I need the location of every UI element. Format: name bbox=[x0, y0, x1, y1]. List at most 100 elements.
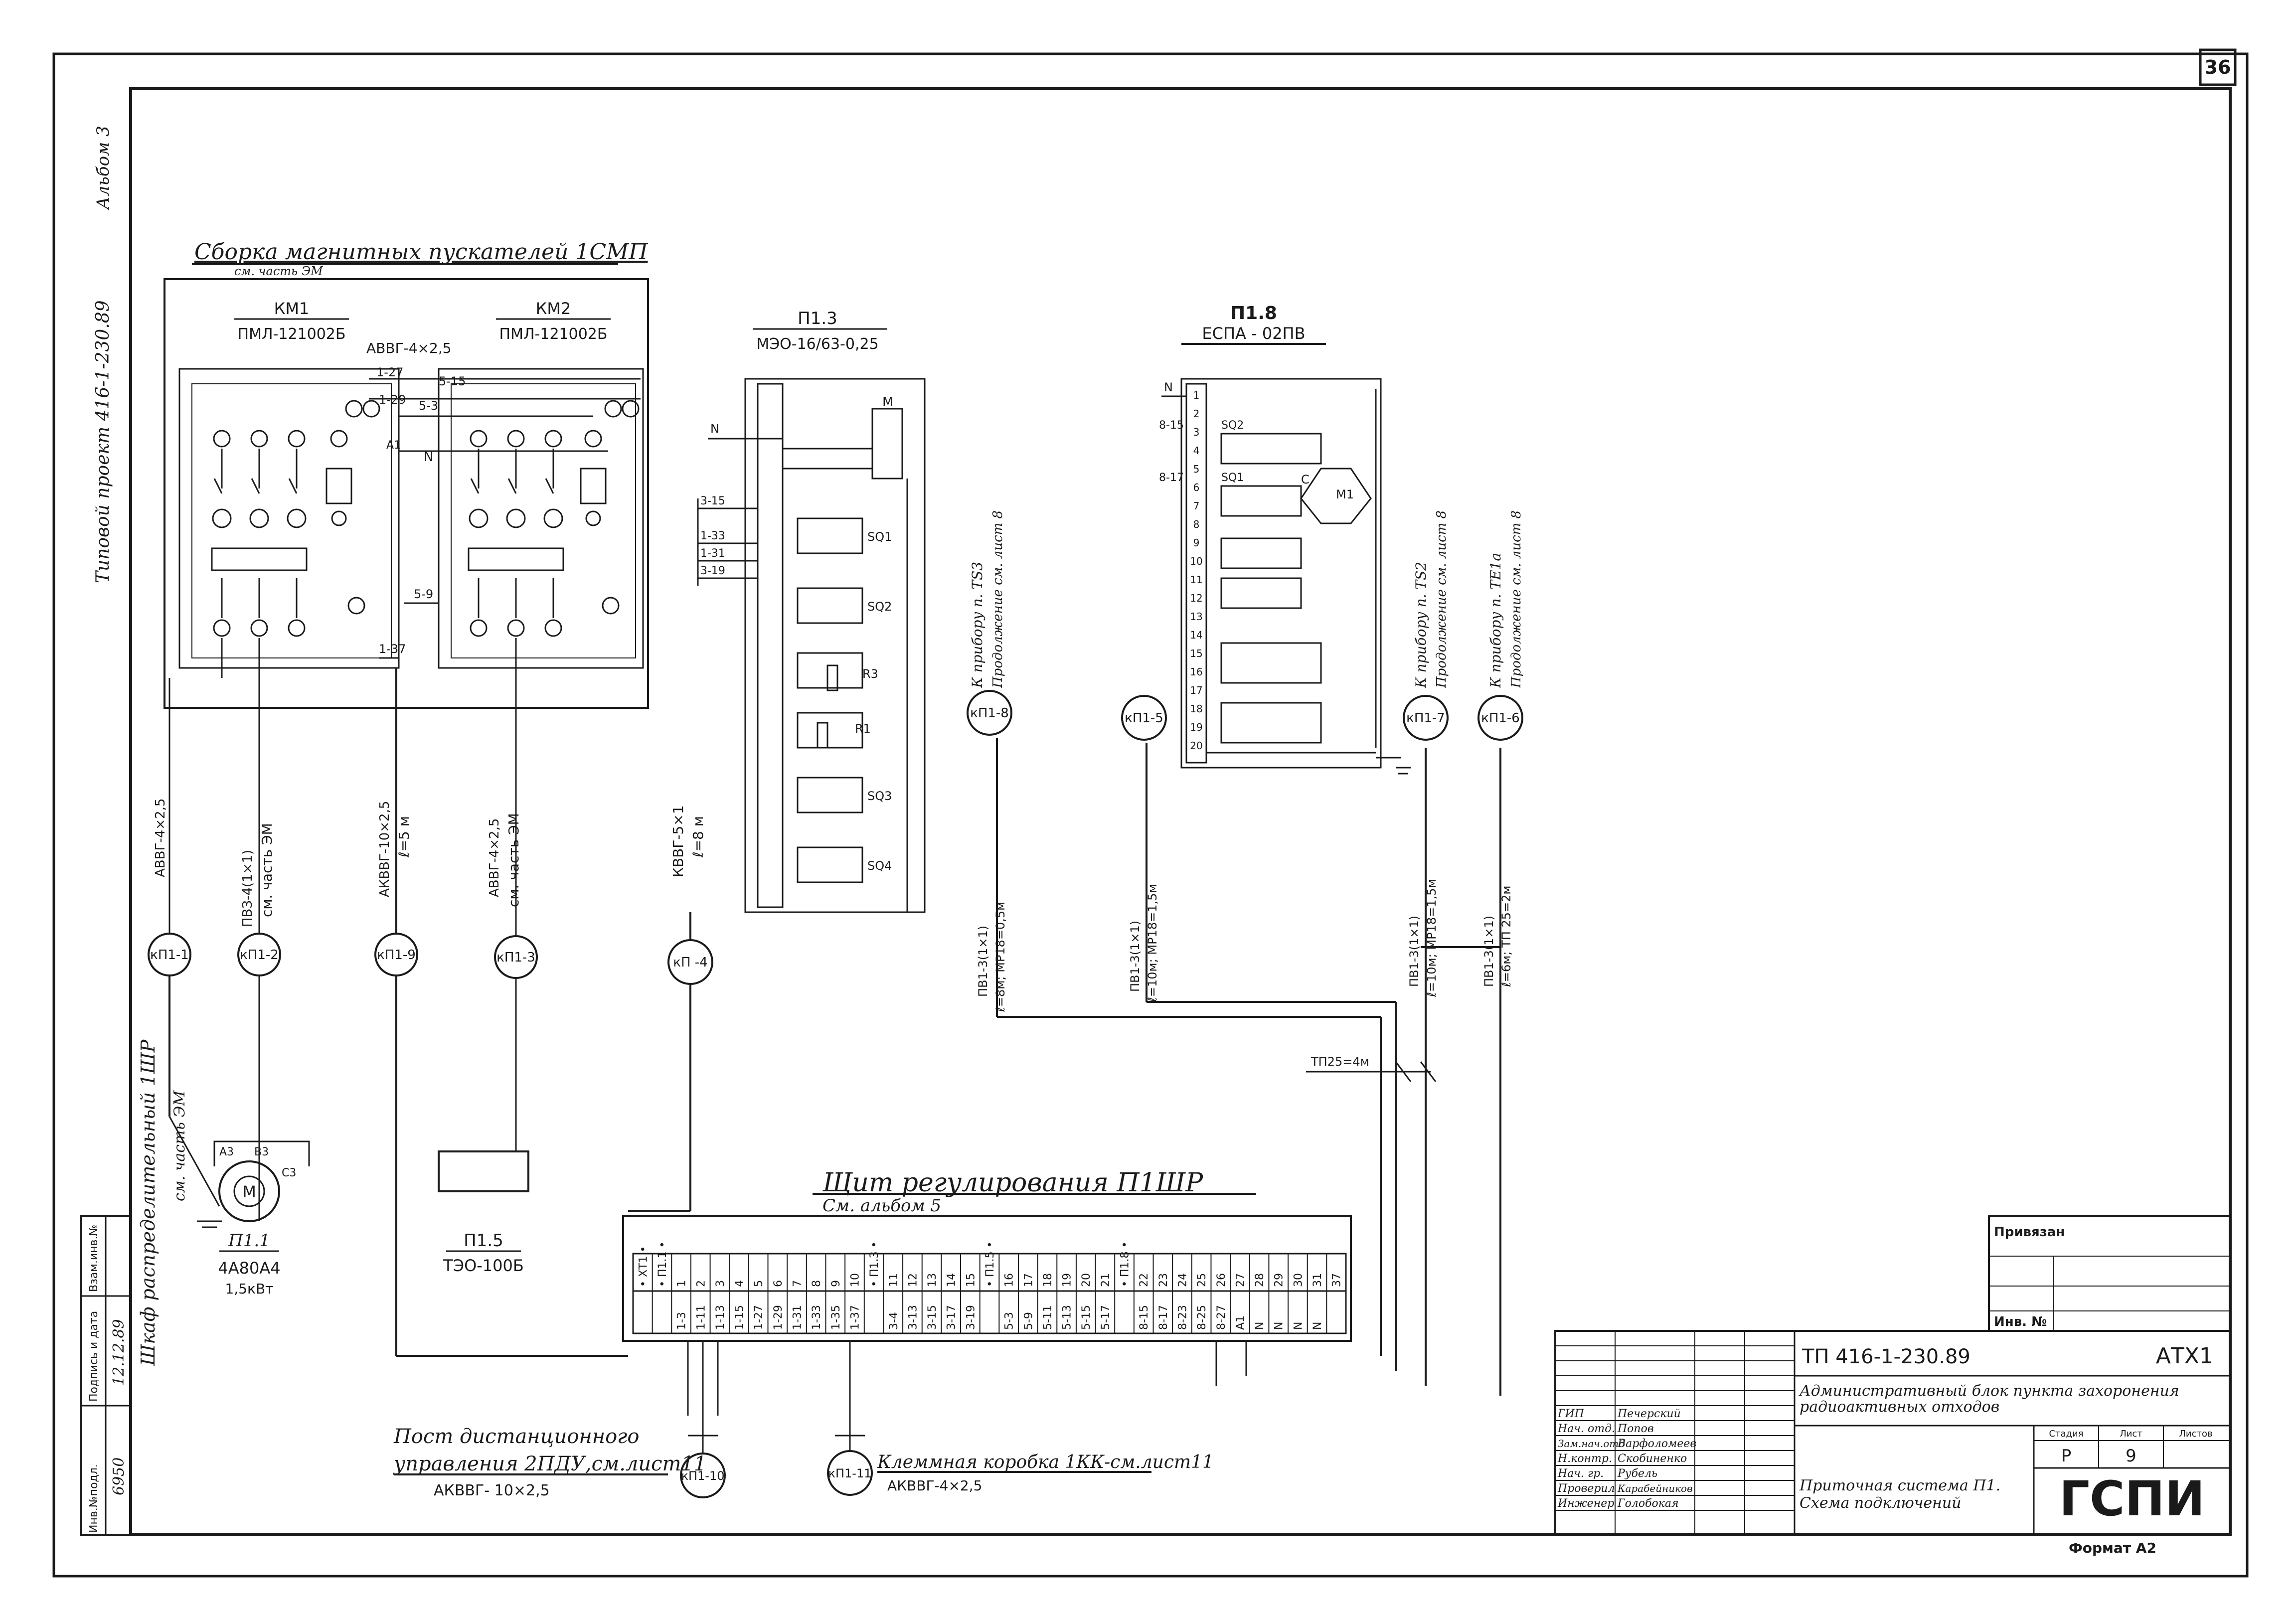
panel-bottom-wire: А1 bbox=[1234, 1315, 1247, 1330]
remote-post-cable: АКВВГ- 10×2,5 bbox=[434, 1482, 550, 1499]
p13-box bbox=[744, 378, 926, 913]
p13-motor-box bbox=[871, 408, 903, 480]
km1-contacts bbox=[168, 400, 380, 1221]
p18-terminal-5: 5 bbox=[1193, 463, 1200, 475]
junction-box-cable: АКВВГ-4×2,5 bbox=[887, 1477, 982, 1494]
tag-kp1-6-label: кП1-6 bbox=[1481, 711, 1520, 726]
p13-w133: 1-33 bbox=[700, 530, 725, 542]
tag-kp1-7 bbox=[1403, 695, 1449, 741]
actuator-p13: П1.3 МЭО-16/63-0,25 М N 3-15 1-33 1-31 3… bbox=[697, 309, 926, 913]
tag-kp1-2-label: кП1-2 bbox=[240, 948, 279, 963]
p18-m1: М1 bbox=[1336, 487, 1354, 501]
panel-bottom-wire: 8-17 bbox=[1157, 1305, 1170, 1330]
cable-kp1-1: АВВГ-4×2,5 bbox=[153, 799, 168, 877]
p13-name: П1.3 bbox=[798, 309, 837, 328]
panel-bottom-wire: N bbox=[1312, 1322, 1324, 1330]
p18-terminal-11: 11 bbox=[1190, 574, 1202, 586]
cable-kp1-3-b: см. часть ЭМ bbox=[505, 813, 522, 907]
p13-type: МЭО-16/63-0,25 bbox=[756, 335, 878, 353]
tag-kp1-1 bbox=[148, 933, 191, 976]
p18-w817: 8-17 bbox=[1159, 472, 1184, 484]
wire-1-27: 1-27 bbox=[376, 365, 403, 379]
p13-sq4: SQ4 bbox=[867, 859, 892, 873]
stamp-inv-value: 6950 bbox=[110, 1457, 128, 1495]
km1-frame bbox=[178, 368, 400, 669]
km2-frame bbox=[438, 368, 644, 669]
wire-1-37: 1-37 bbox=[379, 642, 406, 656]
panel-bottom-wire: 5-11 bbox=[1042, 1305, 1054, 1330]
panel-bottom-wire: 1-31 bbox=[792, 1305, 804, 1330]
tag-kp1-8-label: кП1-8 bbox=[970, 706, 1009, 721]
panel-top-terminal: 10 bbox=[849, 1273, 861, 1287]
panel-top-terminal: 18 bbox=[1042, 1273, 1054, 1287]
motor-b3: В3 bbox=[254, 1146, 269, 1158]
cable-kp1-9-a: АКВВГ-10×2,5 bbox=[377, 801, 392, 897]
panel-top-terminal: 5 bbox=[753, 1280, 765, 1287]
cable-kp1-2-a: ПВЗ-4(1×1) bbox=[240, 850, 255, 927]
tb-role-inzh: Инженер bbox=[1557, 1497, 1614, 1510]
title-block: Привязан Инв. № ТП 416-1-230.89 bbox=[1554, 1215, 2231, 1556]
p18-terminal-9: 9 bbox=[1193, 537, 1200, 549]
panel-top-terminal: 31 bbox=[1312, 1273, 1324, 1287]
panel-bottom-wire: 1-11 bbox=[695, 1305, 707, 1330]
panel-top-terminal: 14 bbox=[946, 1273, 958, 1287]
wire-n: N bbox=[424, 450, 433, 465]
tb-privyazan: Привязан bbox=[1994, 1225, 2065, 1240]
assembly-box bbox=[164, 278, 649, 709]
tb-name-popov: Попов bbox=[1617, 1423, 1654, 1435]
stamp-inv-orig: Инв.№подл. bbox=[88, 1464, 100, 1533]
sheet-number-box bbox=[2199, 48, 2237, 86]
panel-top-terminal: • П1.5 • bbox=[984, 1242, 996, 1287]
panel-bottom-wire: 5-17 bbox=[1100, 1305, 1112, 1330]
panel-terminal-block bbox=[632, 1253, 1347, 1334]
panel-bottom-wire: 8-25 bbox=[1196, 1305, 1208, 1330]
tag-kp1-2 bbox=[237, 933, 281, 976]
p18-terminal-2: 2 bbox=[1193, 408, 1200, 420]
cable-kp-4-a: КВВГ-5×1 bbox=[670, 805, 686, 877]
panel-bottom-wire: 1-37 bbox=[849, 1305, 861, 1330]
inner-frame bbox=[129, 87, 2232, 1536]
panel-top-terminal: 9 bbox=[830, 1280, 842, 1287]
panel-bottom-wire: 1-3 bbox=[676, 1312, 688, 1330]
side-stamp: Инв.№подл. Подпись и дата Взам.инв.№ 695… bbox=[80, 1215, 132, 1536]
tb-mark: АТХ1 bbox=[2156, 1343, 2213, 1369]
panel-top-terminal: 2 bbox=[695, 1280, 707, 1287]
panel-top-terminal: 3 bbox=[714, 1280, 727, 1287]
note-te1a-a: К прибору п. ТЕ1а bbox=[1487, 553, 1504, 688]
assembly-title: Сборка магнитных пускателей 1СМП bbox=[194, 239, 649, 265]
tb-building-1: Административный блок пункта захоронения bbox=[1799, 1382, 2179, 1400]
panel-top-terminal: 20 bbox=[1080, 1273, 1093, 1287]
panel-top-terminal: 17 bbox=[1022, 1273, 1035, 1287]
panel-top-terminal: 19 bbox=[1061, 1273, 1074, 1287]
tag-kp1-3 bbox=[494, 935, 538, 979]
device-p15: П1.5 ТЭО-100Б bbox=[438, 1017, 529, 1275]
p18-terminal-17: 17 bbox=[1190, 684, 1202, 696]
motor-type: 4А80А4 bbox=[218, 1259, 280, 1278]
motor-name: П1.1 bbox=[228, 1231, 270, 1251]
panel-top-terminal: 4 bbox=[734, 1280, 746, 1287]
panel-bottom-wire: 1-35 bbox=[830, 1305, 842, 1330]
sheet-number: 36 bbox=[2205, 56, 2231, 78]
panel-bottom-wire: 5-13 bbox=[1061, 1305, 1074, 1330]
note-ts2-b: Продолжение см. лист 8 bbox=[1434, 510, 1449, 688]
cable-kp1-7-b: ℓ=10м; МР18=1,5м bbox=[1425, 879, 1439, 997]
tb-sheet-title-1: Приточная система П1. bbox=[1799, 1477, 2000, 1494]
panel-bottom-wire: 3-13 bbox=[907, 1305, 919, 1330]
stamp-date-value: 12.12.89 bbox=[110, 1319, 128, 1386]
panel-top-terminal: 37 bbox=[1331, 1273, 1343, 1287]
tb-name-golobokaya: Голобокая bbox=[1617, 1497, 1679, 1510]
p18-sq1: SQ1 bbox=[1221, 472, 1244, 484]
tb-list: 9 bbox=[2126, 1446, 2136, 1466]
tb-name-karabeinikov: Карабейников bbox=[1617, 1482, 1693, 1494]
panel-bottom-wire: 3-19 bbox=[965, 1305, 977, 1330]
tag-kp1-3-label: кП1-3 bbox=[496, 950, 535, 965]
cable-kp1-9-b: ℓ=5 м bbox=[396, 816, 412, 858]
p13-n-label: N bbox=[710, 422, 719, 436]
panel-bottom-wire: 8-27 bbox=[1215, 1305, 1228, 1330]
panel-bottom-wire: 8-15 bbox=[1138, 1305, 1150, 1330]
tag-kp1-9 bbox=[374, 933, 418, 976]
km2-type: ПМЛ-121002Б bbox=[499, 325, 608, 343]
panel-top-terminal: 1 bbox=[676, 1280, 688, 1287]
cable-kp1-5-b: ℓ=10м; МР18=1,5м bbox=[1146, 884, 1159, 1002]
motor-symbol: М bbox=[242, 1182, 256, 1201]
